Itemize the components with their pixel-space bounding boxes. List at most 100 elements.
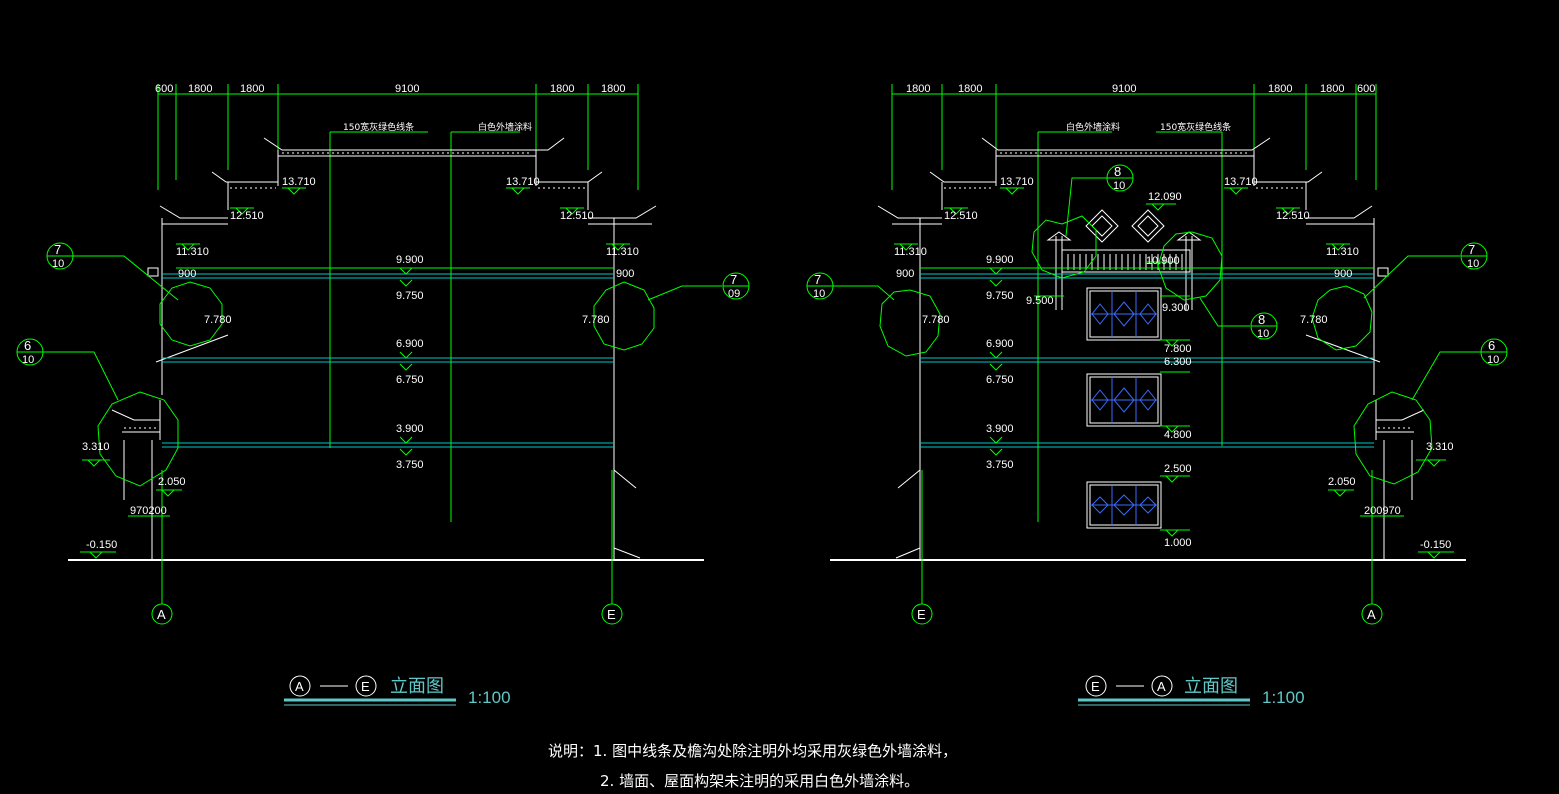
detail-tag: 7 10 (46, 242, 74, 270)
detail-tag: 6 10 (1480, 338, 1508, 366)
note-line-color: 150宽灰绿色线条 (1160, 121, 1231, 133)
dim-1800: 1800 (601, 83, 625, 95)
svg-text:6: 6 (1488, 338, 1495, 353)
level-6900: 6.900 (396, 338, 424, 350)
detail-tag: 7 10 (806, 272, 834, 300)
svg-text:7: 7 (814, 272, 821, 287)
svg-text:E: E (361, 679, 370, 694)
level-12510: 12.510 (230, 210, 264, 222)
level-4800: 4.800 (1164, 429, 1192, 441)
dim-900: 900 (616, 268, 634, 280)
dim-9100: 9100 (1112, 83, 1136, 95)
level-6750: 6.750 (396, 374, 424, 386)
level-9500: 9.500 (1026, 295, 1054, 307)
level-3310: 3.310 (1426, 441, 1454, 453)
level-7780: 7.780 (204, 314, 232, 326)
level-13710: 13.710 (506, 176, 540, 188)
dim-900: 900 (178, 268, 196, 280)
svg-text:A: A (157, 607, 166, 622)
drawing-title: A E 立面图 1:100 (284, 675, 511, 707)
level-7780: 7.780 (922, 314, 950, 326)
level-9300: 9.300 (1162, 302, 1190, 314)
svg-text:8: 8 (1114, 164, 1121, 179)
svg-text:A: A (295, 679, 304, 694)
level-9750: 9.750 (986, 290, 1014, 302)
axis-bubble: E (601, 603, 623, 625)
svg-text:7: 7 (1468, 242, 1475, 257)
level-11310: 11.310 (606, 246, 639, 258)
dim-1800: 1800 (906, 83, 930, 95)
detail-tag: 7 09 (722, 272, 750, 300)
level-7780: 7.780 (582, 314, 610, 326)
svg-text:E: E (1091, 679, 1100, 694)
level-12510: 12.510 (560, 210, 594, 222)
elevation-e-a: 1800 1800 9100 1800 1800 600 白色外墙涂料 150宽… (806, 83, 1508, 707)
note-wall-paint: 白色外墙涂料 (478, 121, 532, 133)
detail-tag: 6 10 (16, 338, 44, 366)
note-wall-paint: 白色外墙涂料 (1066, 121, 1120, 133)
svg-text:10: 10 (1487, 354, 1499, 366)
level-9900: 9.900 (396, 254, 424, 266)
level-2500: 2.500 (1164, 463, 1192, 475)
svg-text:6: 6 (24, 338, 31, 353)
level-3750: 3.750 (986, 459, 1014, 471)
svg-text:10: 10 (1257, 328, 1269, 340)
dim-1800: 1800 (550, 83, 574, 95)
dim-1800: 1800 (1320, 83, 1344, 95)
svg-text:10: 10 (52, 258, 64, 270)
dim-900: 900 (896, 268, 914, 280)
level-ground: -0.150 (86, 539, 117, 551)
dim-bottom: 200970 (1364, 505, 1401, 517)
level-12510: 12.510 (944, 210, 978, 222)
svg-text:A: A (1157, 679, 1166, 694)
level-3900: 3.900 (396, 423, 424, 435)
svg-text:立面图: 立面图 (390, 676, 444, 697)
dim-1800: 1800 (188, 83, 212, 95)
dim-600: 600 (1357, 83, 1375, 95)
level-1000: 1.000 (1164, 537, 1192, 549)
svg-text:A: A (1367, 607, 1376, 622)
note-line-2: 2. 墙面、屋面构架未注明的采用白色外墙涂料。 (600, 772, 920, 790)
svg-text:E: E (607, 607, 616, 622)
level-6300: 6.300 (1164, 356, 1192, 368)
dim-1800: 1800 (240, 83, 264, 95)
svg-text:1:100: 1:100 (1262, 688, 1305, 707)
level-2050: 2.050 (158, 476, 186, 488)
level-3900: 3.900 (986, 423, 1014, 435)
detail-tag: 7 10 (1460, 242, 1488, 270)
detail-tag: 8 10 (1106, 164, 1134, 192)
level-11310: 11.310 (1326, 246, 1359, 258)
level-12510: 12.510 (1276, 210, 1310, 222)
elevation-a-e: 600 1800 1800 9100 1800 1800 150宽灰绿色线条 白… (16, 83, 750, 707)
level-3310: 3.310 (82, 441, 110, 453)
svg-text:10: 10 (22, 354, 34, 366)
level-13710: 13.710 (1224, 176, 1258, 188)
level-13710: 13.710 (1000, 176, 1034, 188)
dim-900: 900 (1334, 268, 1352, 280)
svg-text:10: 10 (813, 288, 825, 300)
svg-text:7: 7 (730, 272, 737, 287)
drawing-title: E A 立面图 1:100 (1078, 675, 1305, 707)
dim-1800: 1800 (958, 83, 982, 95)
level-11310: 11.310 (176, 246, 209, 258)
svg-text:1:100: 1:100 (468, 688, 511, 707)
level-9900: 9.900 (986, 254, 1014, 266)
dim-1800: 1800 (1268, 83, 1292, 95)
level-11310: 11.310 (894, 246, 927, 258)
level-3750: 3.750 (396, 459, 424, 471)
level-2050: 2.050 (1328, 476, 1356, 488)
svg-text:立面图: 立面图 (1184, 676, 1238, 697)
level-13710: 13.710 (282, 176, 316, 188)
svg-text:E: E (917, 607, 926, 622)
level-7780: 7.780 (1300, 314, 1328, 326)
note-line-color: 150宽灰绿色线条 (343, 121, 414, 133)
axis-bubble: E (911, 603, 933, 625)
level-7800: 7.800 (1164, 343, 1192, 355)
note-line-1: 说明：1. 图中线条及檐沟处除注明外均采用灰绿色外墙涂料， (548, 742, 958, 760)
dim-9100: 9100 (395, 83, 419, 95)
level-12090: 12.090 (1148, 191, 1182, 203)
svg-text:10: 10 (1467, 258, 1479, 270)
axis-bubble: A (151, 603, 173, 625)
dim-bottom: 970200 (130, 505, 167, 517)
